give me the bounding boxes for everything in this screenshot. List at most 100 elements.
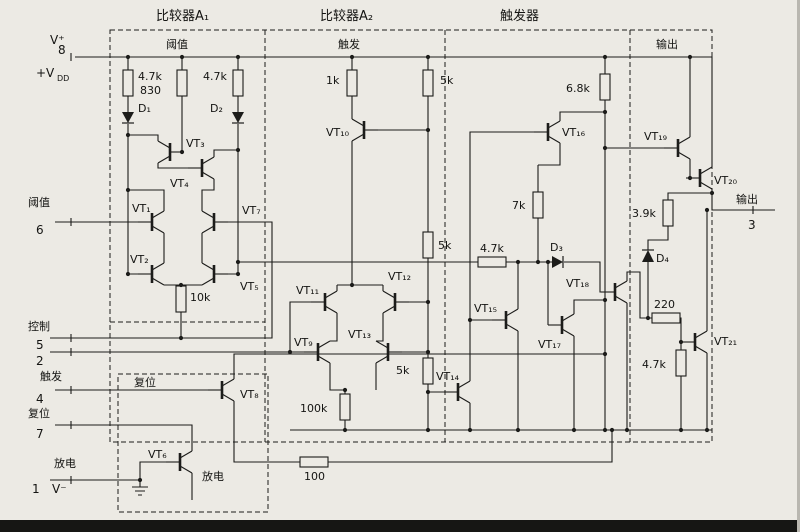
transistor-vt5-label: VT₅ — [240, 280, 259, 293]
pin-vminus-label: V⁻ — [52, 482, 67, 496]
transistor-vt11-label: VT₁₁ — [296, 284, 319, 297]
diode-symbols — [122, 112, 654, 268]
pin-8-label: 8 — [58, 43, 66, 57]
transistor-vt7-symbol — [200, 209, 230, 235]
pin-2-label: 2 — [36, 354, 44, 368]
section-boundaries — [109, 29, 713, 513]
resistor-r10k — [175, 285, 187, 313]
resistor-r220-label: 220 — [654, 298, 675, 311]
resistor-r10k-label: 10k — [190, 291, 211, 304]
transistor-vt20-label: VT₂₀ — [714, 174, 738, 187]
transistor-vt19-symbol — [662, 135, 692, 161]
inner-reset-label: 复位 — [134, 375, 156, 389]
labels: 比较器A₁ 比较器A₂ 触发器 阈值 触发 输出 V⁺ 8 +V DD 阈值 6… — [28, 8, 758, 496]
pin-output-label: 输出 — [736, 192, 758, 206]
transistor-vt21-label: VT₂₁ — [714, 335, 737, 348]
resistor-r7k — [532, 191, 544, 219]
transistor-vt13-symbol — [374, 339, 404, 365]
resistor-r5b — [422, 231, 434, 259]
resistor-r5b-label: 5k — [438, 239, 452, 252]
diode-d2-label: D₂ — [210, 102, 223, 115]
resistor-r100 — [299, 456, 329, 468]
resistor-r830 — [176, 69, 188, 97]
transistor-vt4-symbol — [186, 155, 216, 181]
transistor-vt9-label: VT₉ — [294, 336, 313, 349]
resistor-r5c — [422, 357, 434, 385]
diode-d1-symbol — [122, 112, 134, 124]
transistor-vt17-symbol — [546, 312, 576, 338]
transistor-vt3-label: VT₃ — [186, 137, 205, 150]
transistor-vt10-label: VT₁₀ — [326, 126, 350, 139]
transistor-vt19-label: VT₁₉ — [644, 130, 667, 143]
transistor-vt15-label: VT₁₅ — [474, 302, 497, 315]
junction-dots — [125, 54, 715, 483]
resistor-r1k — [346, 69, 358, 97]
diode-d3-symbol — [552, 256, 564, 268]
resistor-r5a — [422, 69, 434, 97]
transistor-vt12-symbol — [381, 289, 411, 315]
transistor-vt10-symbol — [350, 117, 380, 143]
resistor-r47b — [232, 69, 244, 97]
transistor-vt17-label: VT₁₇ — [538, 338, 561, 351]
transistor-vt4-label: VT₄ — [170, 177, 189, 190]
pin-1-label: 1 — [32, 482, 40, 496]
resistor-r68-label: 6.8k — [566, 82, 590, 95]
diode-d4-symbol — [642, 249, 654, 262]
pin-threshold-label: 阈值 — [28, 195, 50, 209]
resistor-r47a-label: 4.7k — [138, 70, 162, 83]
resistor-r5a-label: 5k — [440, 74, 454, 87]
transistor-vt8-label: VT₈ — [240, 388, 259, 401]
inner-title-trigger: 触发 — [338, 37, 360, 51]
transistor-symbols — [136, 117, 714, 475]
pin-discharge-label: 放电 — [54, 456, 76, 470]
resistor-r47a — [122, 69, 134, 97]
section-title-flipflop: 触发器 — [500, 8, 539, 24]
pin-7-label: 7 — [36, 427, 44, 441]
section-title-comparator-a1: 比较器A₁ — [156, 9, 209, 24]
diode-d4-label: D₄ — [656, 252, 669, 265]
resistor-r47d — [675, 349, 687, 377]
pin-vdd-subscript: DD — [57, 74, 69, 83]
transistor-vt6-symbol — [164, 449, 194, 475]
transistor-vt6-label: VT₆ — [148, 448, 167, 461]
transistor-vt8-symbol — [206, 377, 236, 403]
resistor-r47d-label: 4.7k — [642, 358, 666, 371]
reset-sub-box — [117, 373, 269, 513]
resistor-r39-label: 3.9k — [632, 207, 656, 220]
pin-4-label: 4 — [36, 392, 44, 406]
resistor-r39 — [662, 199, 674, 227]
transistor-vt1-label: VT₁ — [132, 202, 151, 215]
transistor-vt16-symbol — [532, 119, 562, 145]
resistor-r47c — [477, 256, 507, 268]
transistor-vt13-label: VT₁₃ — [348, 328, 371, 341]
diode-d3-label: D₃ — [550, 241, 563, 254]
pin-reset-label: 复位 — [28, 406, 50, 420]
inner-title-output: 输出 — [656, 37, 678, 51]
transistor-vt5-symbol — [200, 261, 230, 287]
resistor-r100-label: 100 — [304, 470, 325, 483]
resistor-symbols — [122, 69, 687, 468]
resistor-r220 — [651, 312, 681, 324]
diode-d2-symbol — [232, 112, 244, 124]
resistor-r100k-label: 100k — [300, 402, 328, 415]
resistor-r47c-label: 4.7k — [480, 242, 504, 255]
resistor-r830-label: 830 — [140, 84, 161, 97]
transistor-vt14-label: VT₁₄ — [436, 370, 460, 383]
pin-trigger-label: 触发 — [40, 369, 62, 383]
transistor-vt14-symbol — [442, 379, 472, 405]
circuit-wires — [50, 53, 775, 500]
resistor-r68 — [599, 73, 611, 101]
diode-d1-label: D₁ — [138, 102, 151, 115]
pin-control-label: 控制 — [28, 319, 50, 333]
resistor-r47b-label: 4.7k — [203, 70, 227, 83]
photo-right-edge — [797, 0, 800, 532]
section-title-comparator-a2: 比较器A₂ — [320, 9, 373, 24]
resistor-r7k-label: 7k — [512, 199, 526, 212]
pin-6-label: 6 — [36, 223, 44, 237]
transistor-vt16-label: VT₁₆ — [562, 126, 586, 139]
resistor-r1k-label: 1k — [326, 74, 340, 87]
resistor-r5c-label: 5k — [396, 364, 410, 377]
pin-5-label: 5 — [36, 338, 44, 352]
